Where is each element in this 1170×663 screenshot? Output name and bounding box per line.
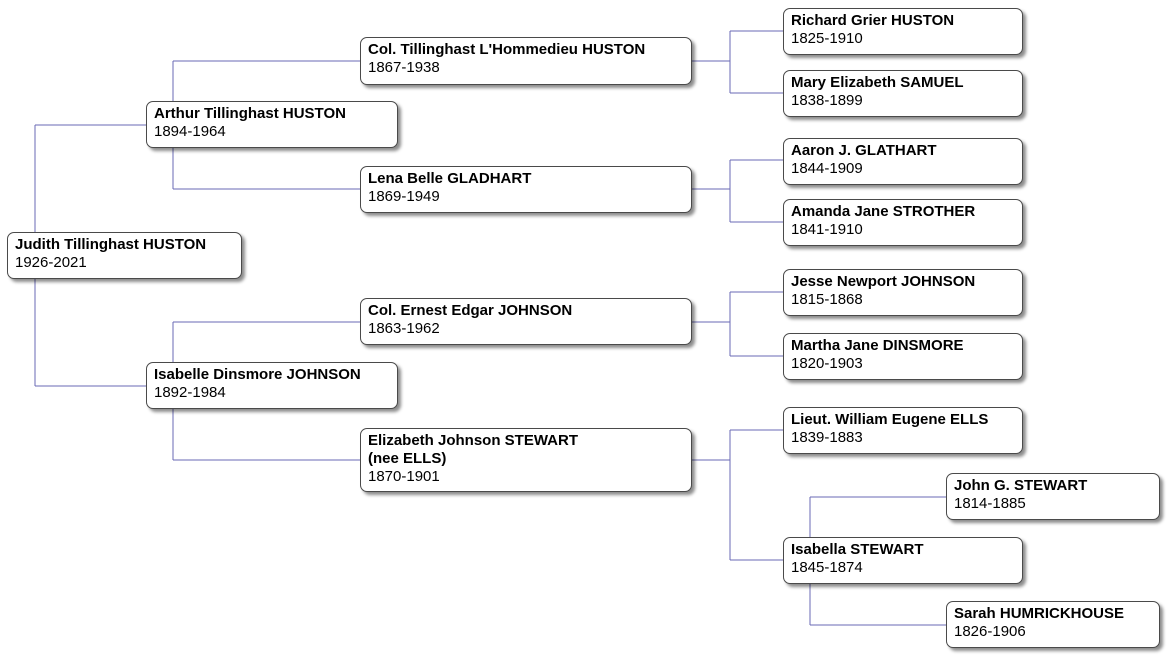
- person-dates: 1841-1910: [791, 221, 863, 238]
- person-dates: 1839-1883: [791, 429, 863, 446]
- person-box-lena[interactable]: Lena Belle GLADHART 1869-1949: [360, 166, 692, 213]
- person-box-john[interactable]: John G. STEWART 1814-1885: [946, 473, 1160, 520]
- person-dates: 1815-1868: [791, 291, 863, 308]
- person-box-richard[interactable]: Richard Grier HUSTON 1825-1910: [783, 8, 1023, 55]
- person-name: Col. Ernest Edgar JOHNSON: [368, 302, 573, 319]
- person-name: Lena Belle GLADHART: [368, 170, 532, 187]
- person-box-isabella-stewart[interactable]: Isabella STEWART 1845-1874: [783, 537, 1023, 584]
- person-name: Richard Grier HUSTON: [791, 12, 955, 29]
- person-name: Isabella STEWART: [791, 541, 924, 558]
- person-box-judith[interactable]: Judith Tillinghast HUSTON 1926-2021: [7, 232, 242, 279]
- person-dates: 1838-1899: [791, 92, 863, 109]
- person-name: Mary Elizabeth SAMUEL: [791, 74, 964, 91]
- person-name: Sarah HUMRICKHOUSE: [954, 605, 1125, 622]
- person-box-col-ernest[interactable]: Col. Ernest Edgar JOHNSON 1863-1962: [360, 298, 692, 345]
- person-box-jesse[interactable]: Jesse Newport JOHNSON 1815-1868: [783, 269, 1023, 316]
- person-box-isabelle-johnson[interactable]: Isabelle Dinsmore JOHNSON 1892-1984: [146, 362, 398, 409]
- person-name: Amanda Jane STROTHER: [791, 203, 976, 220]
- person-name: Aaron J. GLATHART: [791, 142, 937, 159]
- person-name: Judith Tillinghast HUSTON: [15, 236, 207, 253]
- person-box-mary[interactable]: Mary Elizabeth SAMUEL 1838-1899: [783, 70, 1023, 117]
- person-dates: 1814-1885: [954, 495, 1026, 512]
- person-name: Arthur Tillinghast HUSTON: [154, 105, 346, 122]
- person-dates: 1894-1964: [154, 123, 226, 140]
- person-dates: 1892-1984: [154, 384, 226, 401]
- person-name: Jesse Newport JOHNSON: [791, 273, 976, 290]
- person-name: Martha Jane DINSMORE: [791, 337, 964, 354]
- person-box-amanda[interactable]: Amanda Jane STROTHER 1841-1910: [783, 199, 1023, 246]
- person-dates: 1867-1938: [368, 59, 440, 76]
- person-name: Lieut. William Eugene ELLS: [791, 411, 989, 428]
- person-name: Elizabeth Johnson STEWART (nee ELLS): [368, 432, 579, 467]
- person-dates: 1826-1906: [954, 623, 1026, 640]
- person-dates: 1825-1910: [791, 30, 863, 47]
- person-name: Col. Tillinghast L'Hommedieu HUSTON: [368, 41, 646, 58]
- person-box-elizabeth[interactable]: Elizabeth Johnson STEWART (nee ELLS) 187…: [360, 428, 692, 492]
- person-box-sarah[interactable]: Sarah HUMRICKHOUSE 1826-1906: [946, 601, 1160, 648]
- person-name: Isabelle Dinsmore JOHNSON: [154, 366, 361, 383]
- person-dates: 1820-1903: [791, 355, 863, 372]
- person-box-aaron[interactable]: Aaron J. GLATHART 1844-1909: [783, 138, 1023, 185]
- person-dates: 1869-1949: [368, 188, 440, 205]
- person-box-col-tillinghast[interactable]: Col. Tillinghast L'Hommedieu HUSTON 1867…: [360, 37, 692, 85]
- person-dates: 1845-1874: [791, 559, 863, 576]
- person-box-martha[interactable]: Martha Jane DINSMORE 1820-1903: [783, 333, 1023, 380]
- person-dates: 1863-1962: [368, 320, 440, 337]
- person-dates: 1870-1901: [368, 468, 440, 485]
- person-box-william[interactable]: Lieut. William Eugene ELLS 1839-1883: [783, 407, 1023, 454]
- person-dates: 1844-1909: [791, 160, 863, 177]
- person-dates: 1926-2021: [15, 254, 87, 271]
- person-box-arthur[interactable]: Arthur Tillinghast HUSTON 1894-1964: [146, 101, 398, 148]
- person-name: John G. STEWART: [954, 477, 1088, 494]
